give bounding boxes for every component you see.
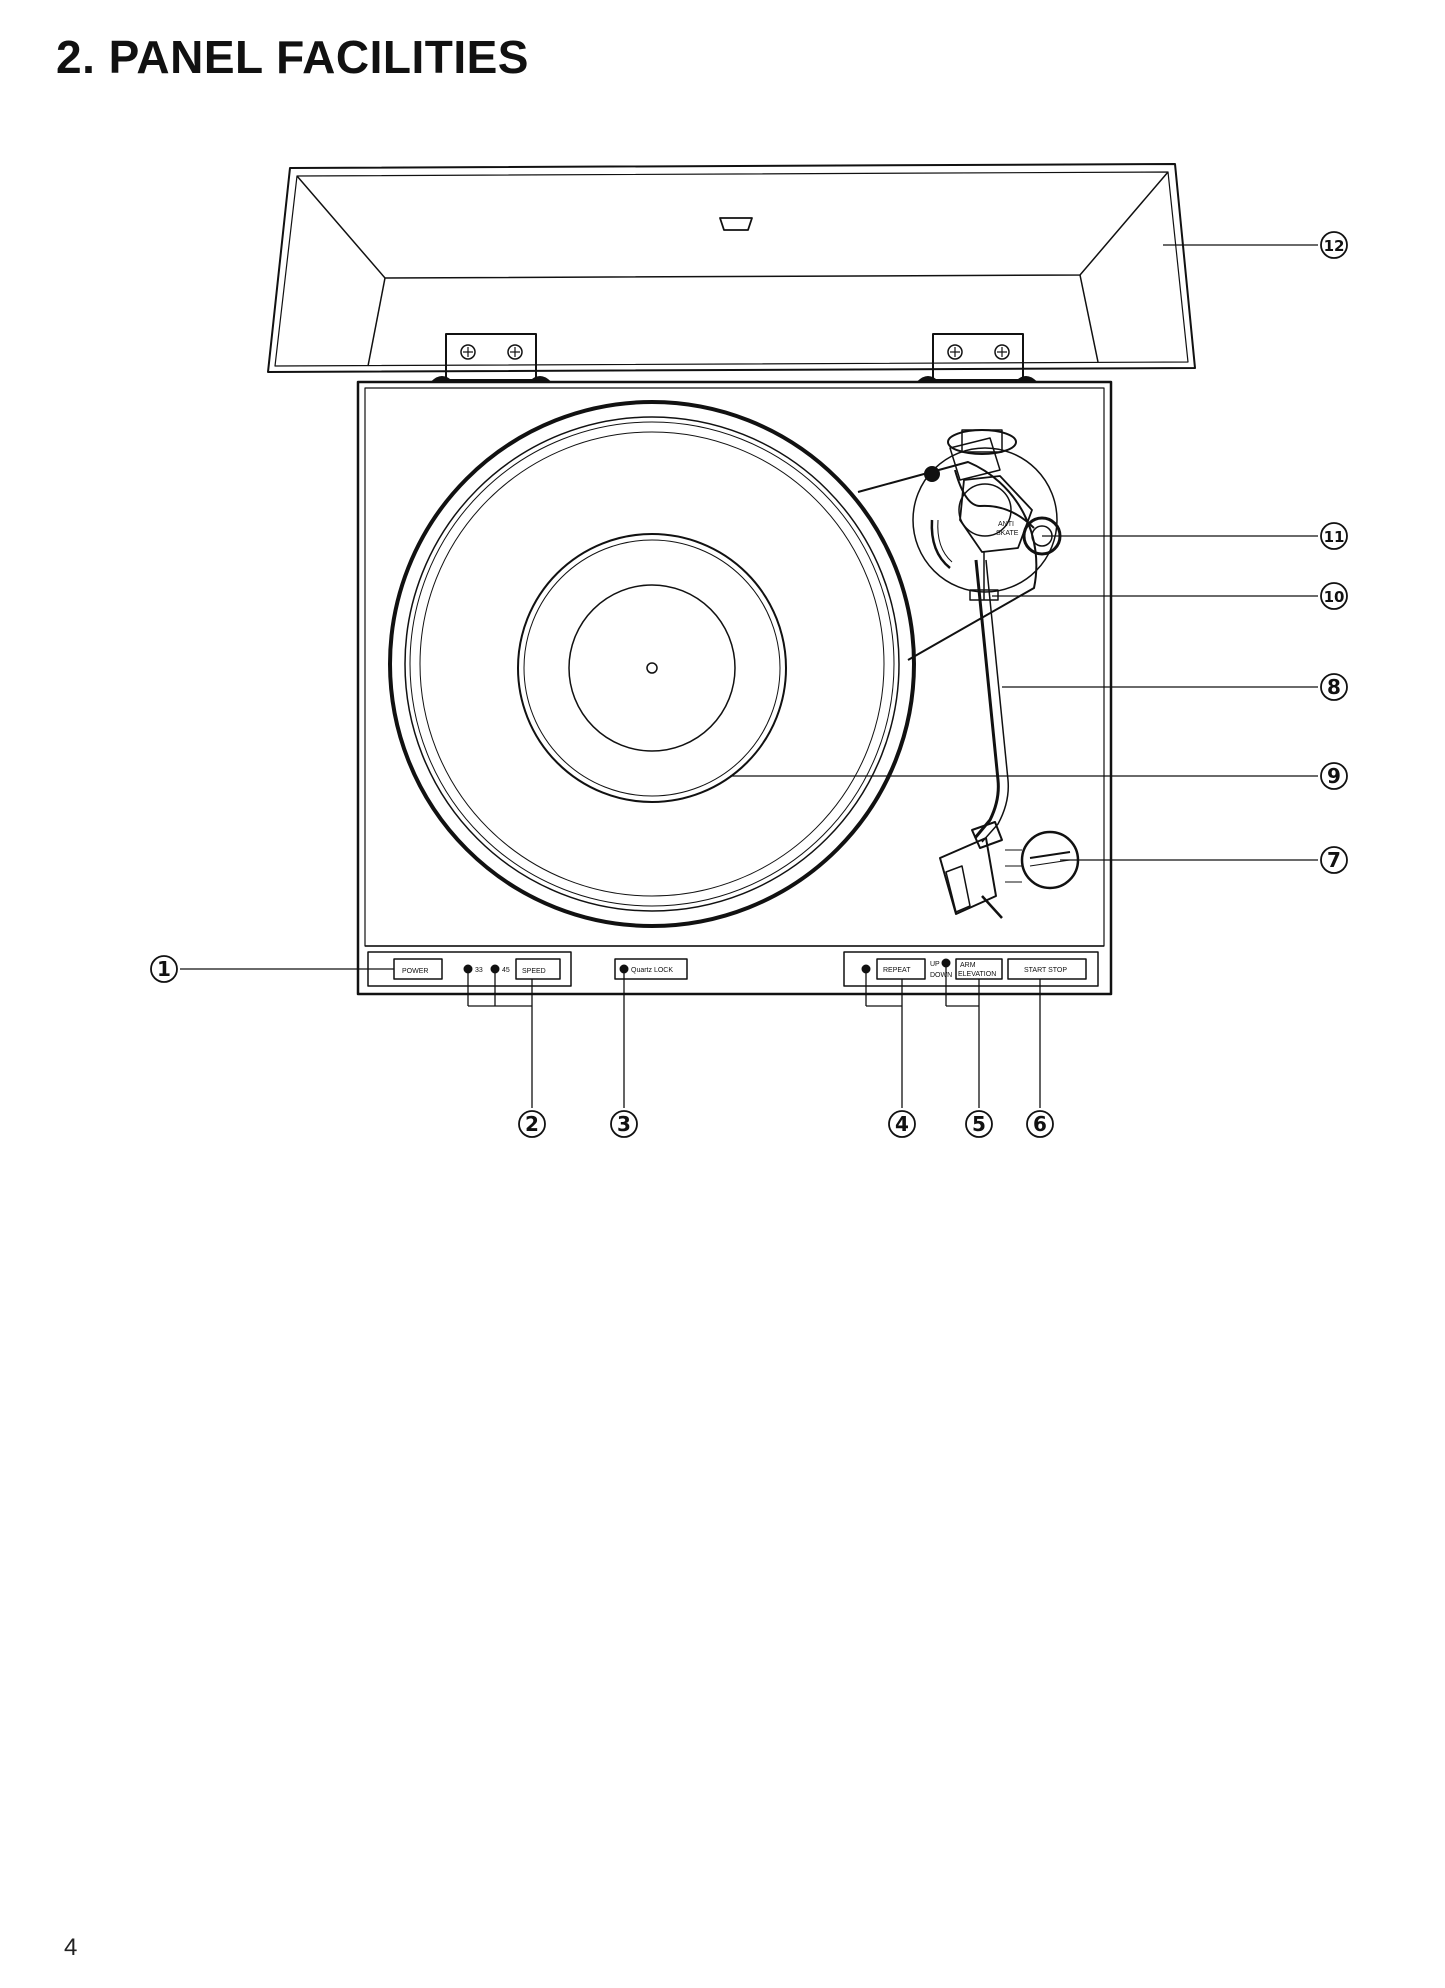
speed-label: SPEED: [522, 968, 546, 975]
speed-33-indicator-icon: [463, 964, 473, 974]
arm-up-indicator-icon: [941, 958, 951, 968]
skate-label: SKATE: [996, 530, 1019, 537]
lift-knob-icon: [924, 466, 940, 482]
callout-10: 10: [1324, 588, 1345, 606]
anti-label: ANTI: [998, 521, 1014, 528]
page-title: 2. PANEL FACILITIES: [56, 31, 529, 83]
elevation-label: ELEVATION: [958, 971, 996, 978]
callout-circles: [150, 231, 1348, 1138]
speed-45-label: 45: [502, 967, 510, 974]
record: [517, 533, 787, 803]
speed-33-label: 33: [475, 967, 483, 974]
page-number: 4: [64, 1934, 78, 1961]
speed-button[interactable]: [515, 958, 561, 980]
arm-rest: [969, 552, 999, 601]
leader-lines: [180, 244, 1318, 1108]
tonearm-pivot: [912, 429, 1058, 593]
tone-arm: [973, 559, 1000, 839]
hinge-left: [431, 333, 551, 383]
start-stop-label: START STOP: [1024, 967, 1067, 974]
arm-label: ARM: [960, 962, 976, 969]
callout-7: 7: [1327, 848, 1341, 872]
turntable-base: [356, 380, 1113, 996]
headshell: [939, 821, 1003, 919]
dust-cover: [267, 163, 1196, 373]
callout-5: 5: [972, 1112, 986, 1136]
callout-12: 12: [1324, 237, 1345, 255]
callout-1: 1: [157, 957, 171, 981]
platter: [388, 400, 916, 928]
tonearm-plate: [857, 461, 1038, 661]
speed-45-indicator-icon: [490, 964, 500, 974]
quartz-lock-indicator: [614, 958, 688, 980]
quartz-lock-label: Quartz LOCK: [631, 967, 673, 974]
callout-8: 8: [1327, 675, 1341, 699]
hinge-right: [917, 333, 1037, 383]
down-label: DOWN: [930, 972, 952, 979]
start-stop-button[interactable]: [1007, 958, 1087, 980]
callout-6: 6: [1033, 1112, 1047, 1136]
repeat-label: REPEAT: [883, 967, 911, 974]
callout-11: 11: [1324, 528, 1345, 546]
repeat-indicator-icon: [861, 964, 871, 974]
callout-4: 4: [895, 1112, 909, 1136]
callout-3: 3: [617, 1112, 631, 1136]
up-label: UP: [930, 961, 940, 968]
power-label: POWER: [402, 968, 428, 975]
callout-2: 2: [525, 1112, 539, 1136]
callout-9: 9: [1327, 764, 1341, 788]
repeat-button[interactable]: [876, 958, 926, 980]
